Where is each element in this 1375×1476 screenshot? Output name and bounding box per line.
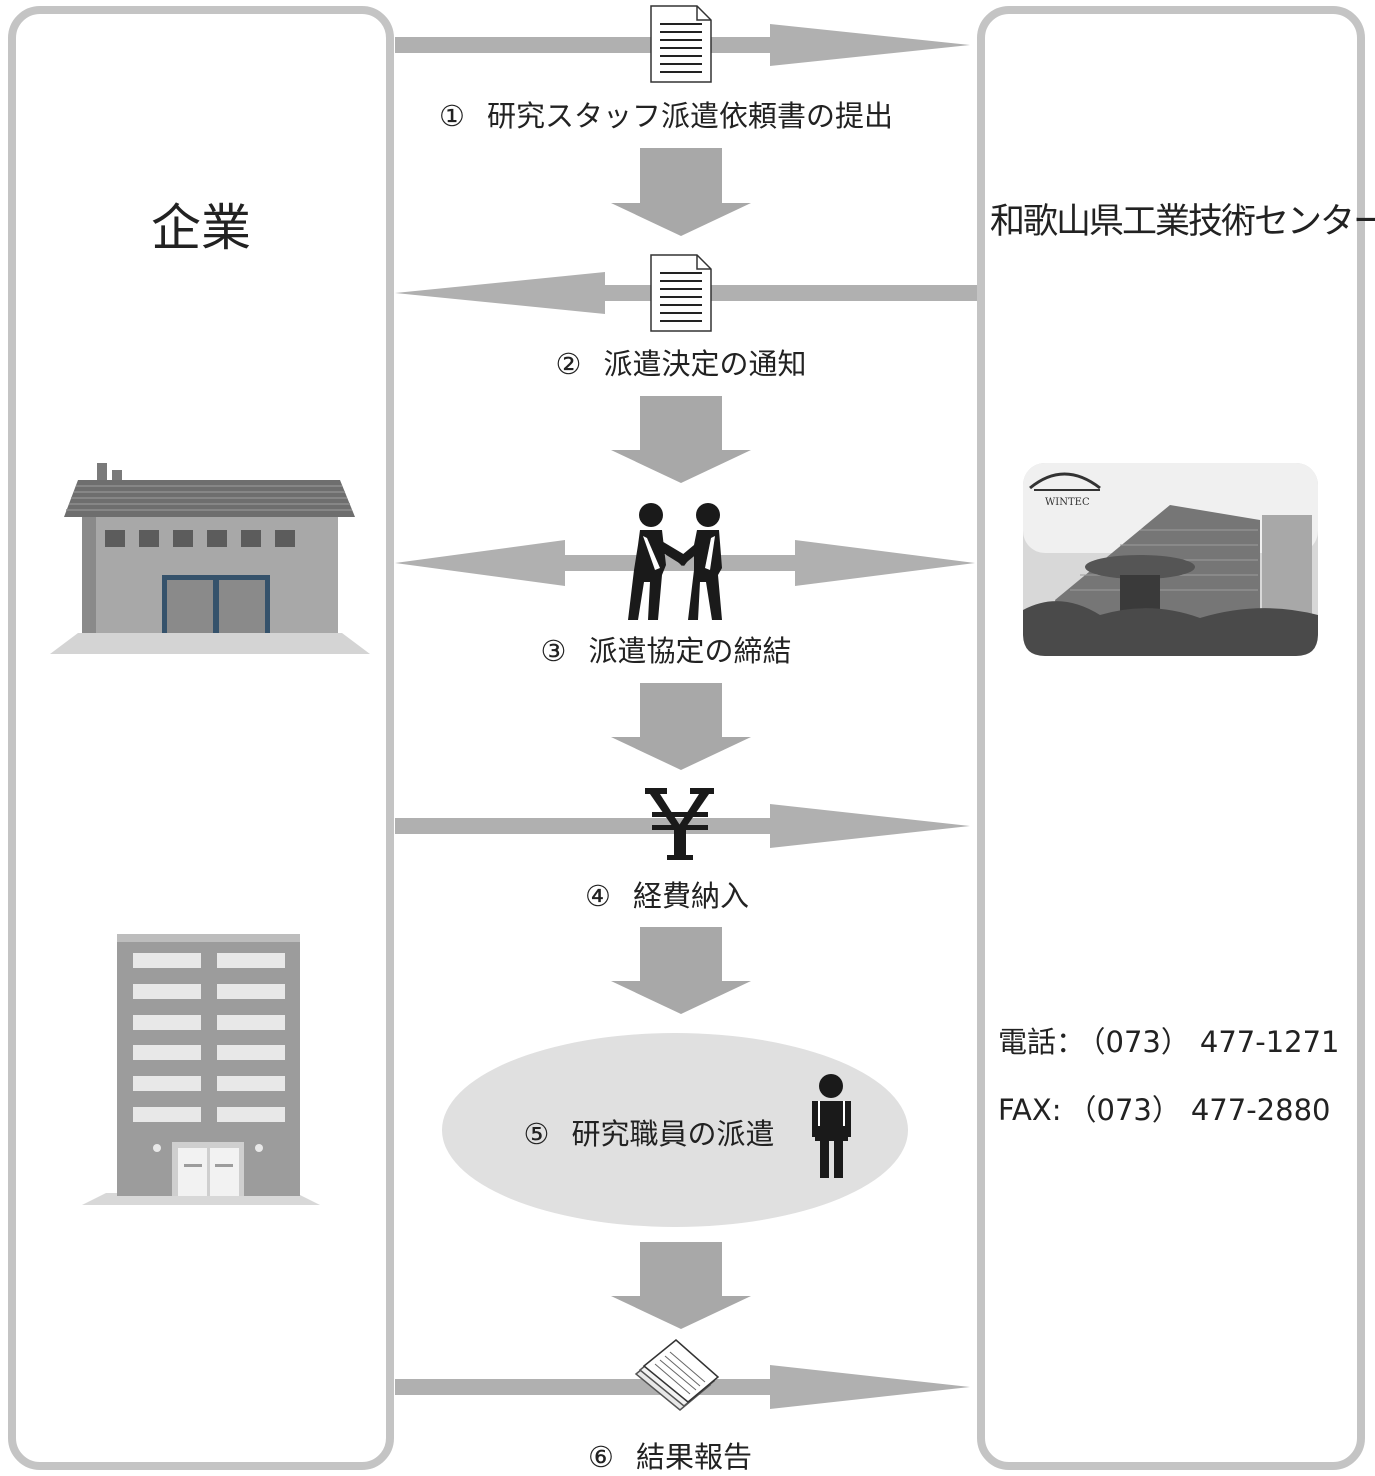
fax-label: FAX: bbox=[998, 1093, 1062, 1127]
step-4-number: ④ bbox=[584, 879, 611, 913]
wintec-photo-caption: WINTEC bbox=[1045, 497, 1090, 508]
arrow-step-3 bbox=[395, 540, 975, 586]
step-1-number: ① bbox=[438, 99, 465, 133]
document-icon bbox=[650, 5, 712, 83]
center-panel bbox=[977, 6, 1365, 1470]
yen-icon bbox=[645, 788, 714, 860]
down-arrow-1 bbox=[611, 148, 751, 236]
step-3-label: ③ 派遣協定の締結 bbox=[540, 628, 791, 670]
down-arrow-4 bbox=[611, 927, 751, 1014]
document-icon bbox=[650, 254, 712, 332]
step-6-number: ⑥ bbox=[587, 1440, 614, 1474]
step-1-label: ① 研究スタッフ派遣依頼書の提出 bbox=[439, 93, 893, 135]
step-5-text: 研究職員の派遣 bbox=[571, 1117, 775, 1151]
down-arrow-2 bbox=[611, 396, 751, 483]
step-4-label: ④ 経費納入 bbox=[585, 873, 749, 915]
step-3-number: ③ bbox=[540, 634, 567, 668]
wintec-building-photo bbox=[1023, 463, 1318, 656]
company-title: 企業 bbox=[151, 199, 251, 257]
step-6-label: ⑥ 結果報告 bbox=[588, 1434, 752, 1476]
phone-contact: 電話：（073） 477-1271 bbox=[998, 1019, 1340, 1061]
step-2-number: ② bbox=[555, 347, 582, 381]
step-6-text: 結果報告 bbox=[635, 1440, 753, 1474]
person-icon bbox=[812, 1074, 851, 1178]
step-3-text: 派遣協定の締結 bbox=[588, 634, 792, 668]
step-2-label: ② 派遣決定の通知 bbox=[555, 341, 806, 383]
fax-area-code: （073） bbox=[1067, 1093, 1181, 1127]
fax-number: 477-2880 bbox=[1190, 1093, 1331, 1127]
step-4-text: 経費納入 bbox=[632, 879, 750, 913]
step-5-number: ⑤ bbox=[523, 1117, 550, 1151]
office-building-illustration bbox=[82, 934, 320, 1205]
phone-separator: ： bbox=[1056, 1025, 1086, 1059]
step-2-text: 派遣決定の通知 bbox=[603, 347, 807, 381]
phone-number: 477-1271 bbox=[1199, 1025, 1340, 1059]
step-5-label: ⑤ 研究職員の派遣 bbox=[523, 1111, 774, 1153]
company-panel bbox=[8, 6, 394, 1470]
dispatch-ellipse bbox=[442, 1033, 908, 1227]
factory-illustration bbox=[50, 463, 370, 654]
report-icon bbox=[634, 1339, 720, 1411]
down-arrow-5 bbox=[611, 1242, 751, 1329]
handshake-icon bbox=[628, 503, 722, 620]
fax-contact: FAX:（073） 477-2880 bbox=[998, 1087, 1330, 1129]
step-1-text: 研究スタッフ派遣依頼書の提出 bbox=[486, 99, 894, 133]
phone-label: 電話 bbox=[998, 1025, 1057, 1059]
phone-area-code: （073） bbox=[1091, 1025, 1190, 1059]
center-title: 和歌山県工業技術センター bbox=[990, 202, 1375, 242]
down-arrow-3 bbox=[611, 683, 751, 770]
